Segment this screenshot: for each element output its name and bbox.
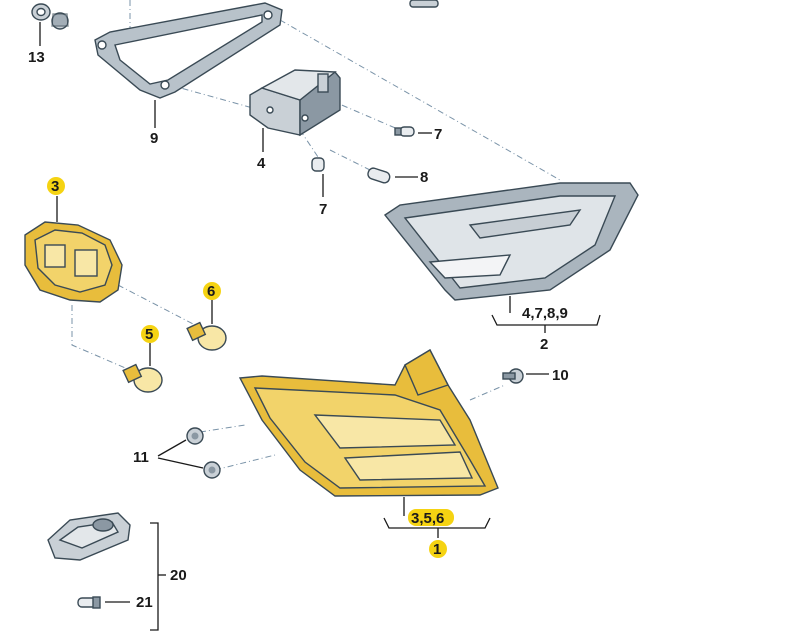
highlight-badge-5 [141, 325, 159, 343]
partial-top-items [409, 0, 439, 8]
callout-6: 6 [207, 283, 215, 300]
part-1-outer-tail-light [238, 349, 499, 497]
callout-labels: 13 9 4 7 7 8 3 6 5 4,7,8,9 2 10 11 3,5,6… [28, 49, 569, 611]
part-20-plate-lamp [47, 512, 131, 561]
callout-11: 11 [133, 449, 149, 466]
part-13-nut [31, 3, 69, 30]
part-4-bracket [249, 69, 341, 137]
assembly-lines [71, 0, 561, 471]
part-7-bulb-upper [394, 126, 415, 137]
part-10-screw [502, 368, 524, 384]
callout-13: 13 [28, 49, 45, 66]
part-5-bulb [122, 363, 163, 393]
highlight-badge-3-5-6 [408, 509, 454, 526]
highlight-badge-6 [203, 282, 221, 300]
callout-7-upper: 7 [434, 126, 442, 143]
part-9-gasket [94, 2, 283, 99]
highlight-badge-3 [47, 177, 65, 195]
callout-4-7-8-9: 4,7,8,9 [522, 305, 568, 322]
callout-7-lower: 7 [319, 201, 327, 218]
callout-20: 20 [170, 567, 187, 584]
callout-10: 10 [552, 367, 569, 384]
part-7-bulb-lower [311, 157, 325, 172]
part-2-inner-tail-light [383, 182, 639, 301]
part-3-bulb-holder [24, 221, 123, 303]
callout-9: 9 [150, 130, 158, 147]
callout-4: 4 [257, 155, 266, 172]
part-21-bulb [77, 596, 101, 609]
highlight-badge-1 [429, 540, 447, 558]
callout-8: 8 [420, 169, 428, 186]
callout-21: 21 [136, 594, 153, 611]
callout-1: 1 [433, 541, 441, 558]
callout-3-5-6: 3,5,6 [411, 510, 444, 527]
part-11-nuts [186, 427, 221, 479]
part-6-bulb [186, 321, 227, 351]
callout-5: 5 [145, 326, 153, 343]
callout-2: 2 [540, 336, 548, 353]
callout-3: 3 [51, 178, 59, 195]
part-8-festoon-bulb [367, 167, 391, 184]
